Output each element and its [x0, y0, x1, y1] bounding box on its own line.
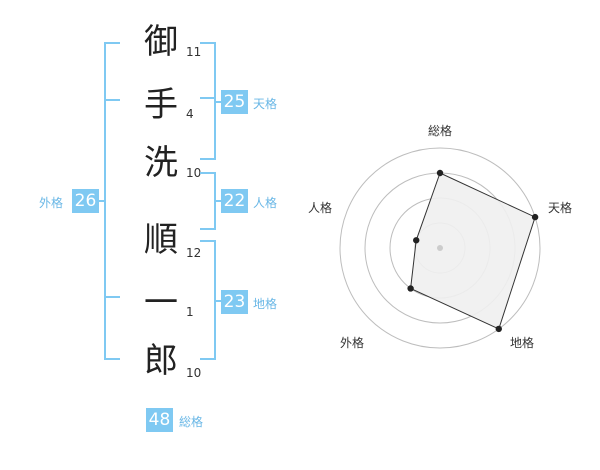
chikaku-badge: 23	[221, 290, 248, 314]
radar-point-tenkaku	[531, 213, 539, 221]
tenkaku-label: 天格	[253, 97, 278, 111]
tenkaku-connector	[216, 101, 222, 103]
gaikaku-bracket-vertical	[104, 42, 106, 360]
radar-label-chikaku: 地格	[510, 336, 535, 350]
radar-chart	[339, 147, 541, 349]
chikaku-label: 地格	[253, 297, 278, 311]
name-char-4: 順	[144, 220, 178, 260]
jinkaku-connector	[216, 200, 222, 202]
radar-ring-4	[339, 147, 541, 349]
radar-label-soukaku: 総格	[428, 124, 453, 138]
gaikaku-tick-5	[104, 296, 120, 298]
stroke-count-5: 1	[186, 305, 194, 319]
tenkaku-badge: 25	[221, 90, 248, 114]
chikaku-bracket-vertical	[214, 240, 216, 360]
jinkaku-bracket-bottom	[200, 228, 216, 230]
gaikaku-bracket-bottom	[104, 358, 120, 360]
gaikaku-bracket-top	[104, 42, 120, 44]
jinkaku-bracket-top	[200, 172, 216, 174]
name-char-2: 手	[144, 85, 178, 125]
tenkaku-bracket-vertical	[214, 42, 216, 99]
chikaku-bracket-top	[200, 240, 216, 242]
stroke-count-6: 10	[186, 366, 202, 380]
chikaku-bracket-bottom	[200, 358, 216, 360]
tenkaku-bracket-end	[200, 158, 216, 160]
radar-point-jinkaku	[413, 237, 420, 244]
radar-point-gaikaku	[407, 285, 414, 292]
soukaku-badge: 48	[146, 408, 173, 432]
stroke-count-1: 11	[186, 45, 202, 59]
name-char-6: 郎	[144, 341, 178, 381]
tenkaku-bracket-top	[200, 42, 216, 44]
gaikaku-badge: 26	[72, 189, 99, 213]
radar-point-chikaku	[495, 325, 502, 333]
jinkaku-bracket-vertical	[214, 172, 216, 230]
gaikaku-label: 外格	[39, 196, 64, 210]
stroke-count-3: 10	[186, 166, 202, 180]
gaikaku-tick-2	[104, 99, 120, 101]
name-char-5: 一	[144, 283, 178, 323]
soukaku-label: 総格	[179, 415, 204, 429]
name-char-1: 御	[144, 22, 178, 62]
radar-label-jinkaku: 人格	[308, 201, 333, 215]
radar-point-soukaku	[436, 169, 444, 177]
radar-label-gaikaku: 外格	[340, 336, 365, 350]
chikaku-connector	[216, 300, 222, 302]
tenkaku-bracket-bottom	[200, 97, 216, 99]
stroke-count-2: 4	[186, 107, 194, 121]
radar-polygon	[410, 172, 536, 330]
jinkaku-badge: 22	[221, 189, 248, 213]
stroke-count-4: 12	[186, 246, 202, 260]
radar-center-dot	[437, 245, 443, 251]
name-char-3: 洗	[144, 143, 178, 183]
jinkaku-label: 人格	[253, 196, 278, 210]
tenkaku-bracket-lower	[214, 99, 216, 159]
radar-label-tenkaku: 天格	[548, 201, 573, 215]
